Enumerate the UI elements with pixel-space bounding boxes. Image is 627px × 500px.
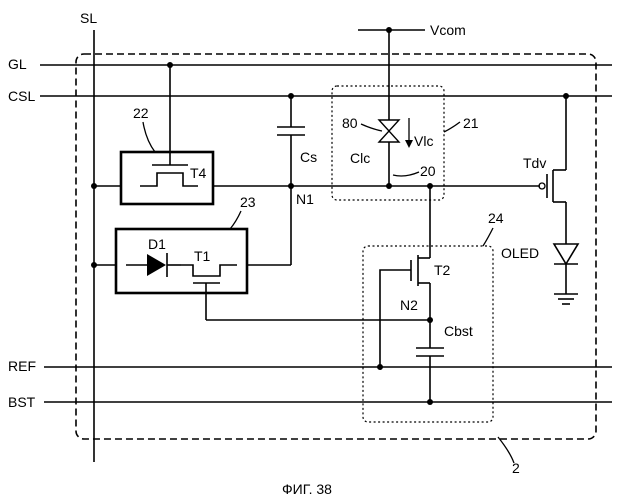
oled-label: OLED [501, 245, 539, 261]
lc-upper-triangle [379, 120, 399, 131]
block-23-sl-node [91, 262, 97, 268]
block-21-label: 21 [463, 115, 479, 131]
block-22-leader [143, 122, 155, 152]
cs-label: Cs [300, 149, 317, 165]
lc-20-label: 20 [420, 163, 436, 179]
t2-ref-node [377, 364, 383, 370]
vlc-arrow-head [405, 140, 413, 148]
vlc-label: Vlc [414, 133, 433, 149]
oled-triangle [554, 244, 578, 264]
block-21-leader [444, 122, 460, 132]
t2-label: T2 [434, 262, 451, 278]
t1-channel [181, 265, 237, 276]
block-22-label: 22 [133, 105, 149, 121]
lc-80-leader [361, 124, 382, 131]
n2-label: N2 [400, 297, 418, 313]
pixel-ref-label: 2 [512, 460, 520, 476]
lc-lower-triangle [379, 131, 399, 142]
block-24-label: 24 [488, 210, 504, 226]
bst-label: BST [8, 394, 36, 410]
tdv-label: Tdv [523, 155, 546, 171]
block-24-leader [483, 228, 493, 246]
t4-label: T4 [190, 165, 207, 181]
ref-label: REF [8, 358, 36, 374]
d1-triangle [147, 254, 166, 276]
figure-caption: ФИГ. 38 [282, 481, 332, 497]
gl-label: GL [8, 56, 27, 72]
block-24 [363, 246, 493, 422]
t1-label: T1 [194, 248, 211, 264]
cbst-label: Cbst [444, 323, 473, 339]
clc-label: Clc [350, 150, 370, 166]
lc-80-label: 80 [342, 115, 358, 131]
t4-sl-node [91, 183, 97, 189]
t2-n1-node [427, 183, 433, 189]
vcom-label: Vcom [430, 22, 466, 38]
t4-gate-node [167, 62, 173, 68]
n2-node [427, 317, 433, 323]
block-23-leader [230, 211, 241, 229]
cbst-bst-node [427, 399, 433, 405]
block-23-label: 23 [240, 194, 256, 210]
csl-label: CSL [8, 88, 35, 104]
n1-label: N1 [296, 191, 314, 207]
sl-label: SL [80, 10, 97, 26]
d1-label: D1 [148, 236, 166, 252]
lc-n1-node [386, 183, 392, 189]
csl-tdv-node [563, 93, 569, 99]
cs-csl-node [288, 93, 294, 99]
block-23 [116, 229, 247, 293]
t2-gate-wire [380, 270, 411, 367]
lc-20-leader [393, 172, 419, 176]
